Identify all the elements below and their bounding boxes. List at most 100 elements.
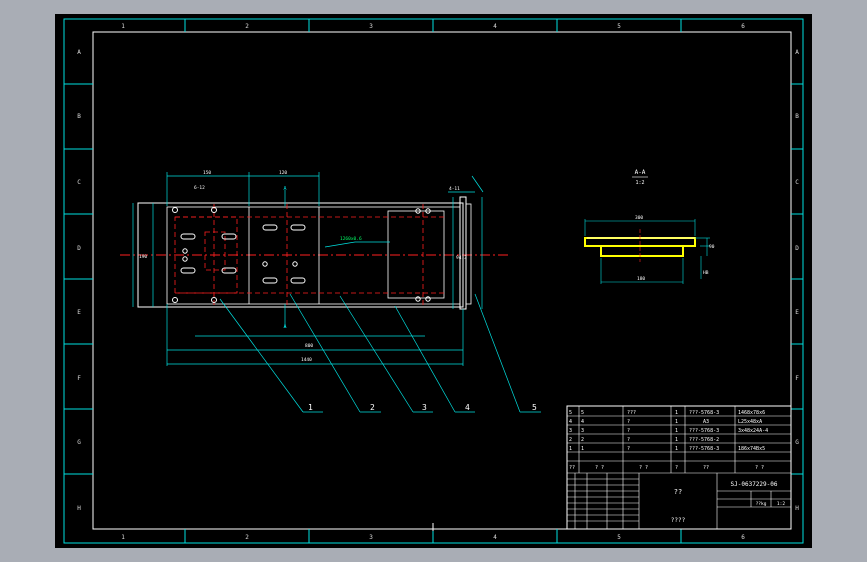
svg-text:4-11: 4-11 (449, 186, 460, 192)
svg-text:B: B (795, 113, 799, 120)
svg-text:2: 2 (581, 437, 584, 443)
zone-ticks (64, 19, 803, 543)
svg-text:6: 6 (741, 534, 745, 541)
svg-text:180: 180 (637, 276, 645, 282)
svg-text:A: A (283, 324, 286, 330)
svg-text:1: 1 (675, 437, 678, 443)
svg-text:D: D (795, 245, 799, 252)
svg-text:186x74Bx5: 186x74Bx5 (738, 446, 765, 452)
svg-text:3x48x24A-4: 3x48x24A-4 (738, 428, 768, 434)
balloon-4: 4 (465, 403, 470, 412)
svg-text:???-5768-3: ???-5768-3 (689, 446, 719, 452)
svg-text:94.3: 94.3 (456, 255, 467, 261)
svg-text:H: H (77, 505, 81, 512)
drawing-canvas: 1 2 3 4 5 6 1 2 3 4 5 6 A B C D E F G H … (63, 18, 804, 544)
parts-row: 1 (569, 446, 572, 452)
balloon-2: 2 (370, 403, 375, 412)
svg-text:?: ? (627, 419, 630, 425)
svg-text:120: 120 (279, 170, 287, 176)
svg-text:E: E (77, 309, 81, 316)
svg-text:4: 4 (493, 23, 497, 30)
svg-text:C: C (77, 179, 81, 186)
svg-text:800: 800 (305, 343, 313, 349)
svg-text:H: H (795, 505, 799, 512)
svg-text:2: 2 (245, 23, 249, 30)
svg-text:5: 5 (581, 410, 584, 416)
svg-text:D: D (77, 245, 81, 252)
svg-text:C: C (795, 179, 799, 186)
svg-text:5: 5 (617, 534, 621, 541)
svg-text:150: 150 (203, 170, 211, 176)
svg-text:G: G (795, 439, 799, 446)
svg-text:1: 1 (581, 446, 584, 452)
svg-text:???: ??? (627, 410, 636, 416)
svg-text:1: 1 (675, 410, 678, 416)
zone-labels: 1 2 3 4 5 6 1 2 3 4 5 6 A B C D E F G H … (77, 23, 799, 541)
svg-text:L25x48xA: L25x48xA (738, 419, 762, 425)
svg-text:?: ? (675, 465, 678, 471)
svg-text:3: 3 (581, 428, 584, 434)
svg-text:A3: A3 (703, 419, 709, 425)
svg-text:HB: HB (703, 270, 709, 276)
balloon-1: 1 (308, 403, 313, 412)
svg-text:? ?: ? ? (639, 465, 648, 471)
title-block: 5 5 ??? 1 ???-5768-3 1468x78x6 4 4 ? 1 A… (566, 405, 792, 530)
cad-viewport[interactable]: 1 2 3 4 5 6 1 2 3 4 5 6 A B C D E F G H … (55, 14, 812, 548)
svg-text:190: 190 (139, 254, 147, 260)
svg-text:6-12: 6-12 (194, 185, 205, 191)
svg-text:1: 1 (675, 446, 678, 452)
svg-text:1: 1 (675, 428, 678, 434)
svg-text:? ?: ? ? (755, 465, 764, 471)
balloon-5: 5 (532, 403, 537, 412)
svg-text:90: 90 (709, 244, 715, 250)
drawing-number: SJ-0637229-06 (731, 481, 778, 488)
svg-text:?: ? (627, 437, 630, 443)
svg-text:A: A (795, 49, 799, 56)
drawing-title: ?? (674, 488, 682, 496)
parts-table: 5 5 ??? 1 ???-5768-3 1468x78x6 4 4 ? 1 A… (569, 410, 768, 471)
svg-text:1: 1 (121, 23, 125, 30)
parts-row: 4 (569, 419, 572, 425)
svg-text:5: 5 (617, 23, 621, 30)
weight-label: ??kg (756, 501, 767, 507)
balloon-labels: 1 2 3 4 5 (308, 403, 537, 412)
svg-text:?: ? (627, 446, 630, 452)
scale-value: 1:2 (777, 501, 785, 507)
parts-row: 3 (569, 428, 572, 434)
parts-row: 5 (569, 410, 572, 416)
svg-text:1440: 1440 (301, 357, 312, 363)
parts-header: ?? (569, 465, 575, 471)
section-scale: 1:2 (635, 180, 644, 186)
svg-text:G: G (77, 439, 81, 446)
svg-text:3: 3 (369, 534, 373, 541)
svg-text:1: 1 (121, 534, 125, 541)
svg-text:A: A (283, 186, 286, 192)
svg-text:E: E (795, 309, 799, 316)
svg-text:300: 300 (635, 215, 643, 221)
svg-text:? ?: ? ? (595, 465, 604, 471)
svg-text:4: 4 (493, 534, 497, 541)
svg-text:1260x0.6: 1260x0.6 (340, 236, 362, 242)
svg-text:?: ? (627, 428, 630, 434)
svg-text:F: F (77, 375, 81, 382)
svg-text:6: 6 (741, 23, 745, 30)
svg-text:??: ?? (703, 465, 709, 471)
svg-text:B: B (77, 113, 81, 120)
svg-text:A: A (77, 49, 81, 56)
balloon-3: 3 (422, 403, 427, 412)
svg-text:???-5768-3: ???-5768-3 (689, 410, 719, 416)
svg-text:F: F (795, 375, 799, 382)
svg-text:???-5768-3: ???-5768-3 (689, 428, 719, 434)
svg-text:3: 3 (369, 23, 373, 30)
parts-row: 2 (569, 437, 572, 443)
inner-border (92, 31, 792, 530)
plan-view: 150 120 1440 800 190 94.3 1260x0.6 4-11 6-1… (120, 170, 541, 413)
svg-text:1468x78x6: 1468x78x6 (738, 410, 765, 416)
section-label: A-A (635, 169, 646, 176)
svg-text:4: 4 (581, 419, 584, 425)
svg-text:1: 1 (675, 419, 678, 425)
svg-text:2: 2 (245, 534, 249, 541)
company-name: ???? (671, 517, 686, 524)
svg-text:???-5768-2: ???-5768-2 (689, 437, 719, 443)
